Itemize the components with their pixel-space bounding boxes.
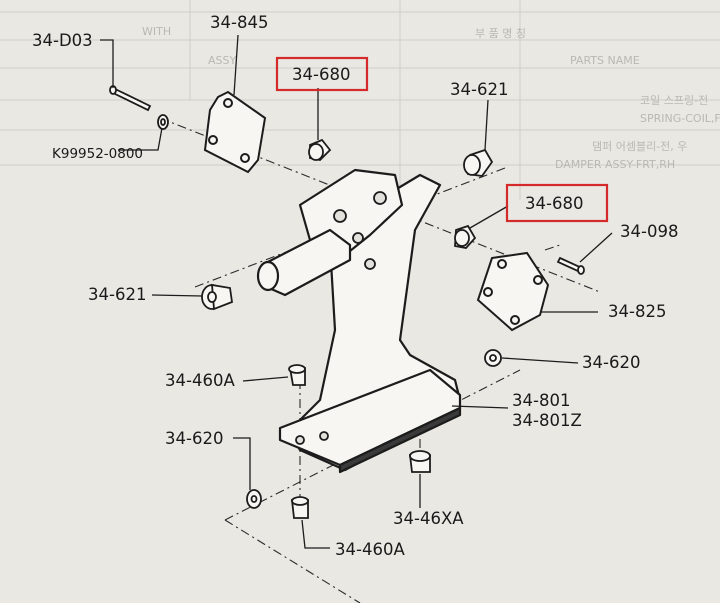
highlight-box-34-680-top [275, 56, 369, 92]
label-34-620-left: 34-620 [165, 429, 223, 448]
label-34-845: 34-845 [210, 13, 268, 32]
label-34-460a-top: 34-460A [165, 371, 235, 390]
part-34-680-right-bushing [454, 224, 477, 249]
part-34-460a-bottom-bushing [290, 496, 309, 519]
background-table [0, 0, 720, 200]
part-34-845-plate [203, 90, 267, 174]
header-row-1-kr: 코일 스프링-전 [640, 93, 708, 107]
label-34-825: 34-825 [608, 302, 666, 321]
label-34-621-left: 34-621 [88, 285, 146, 304]
header-row-2-en: DAMPER ASSY-FRT,RH [555, 158, 675, 171]
header-faded-left-1: WITH [142, 25, 171, 38]
label-34-680-top: 34-680 [292, 65, 350, 84]
highlight-boxes [275, 56, 609, 223]
header-col-korean: 부 품 명 칭 [475, 27, 526, 40]
part-34-825-plate [476, 251, 550, 332]
label-34-098: 34-098 [620, 222, 678, 241]
header-faded-left-2: ASSY [208, 54, 236, 67]
part-34-098-bolt [556, 256, 585, 275]
part-k99952-nut [157, 114, 169, 130]
part-34-621-left-bushing [201, 283, 233, 311]
part-34-460a-top-bushing [288, 364, 306, 386]
leader-lines [100, 34, 613, 549]
header-row-2-kr: 댐퍼 어셈블리-전, 우 [592, 140, 687, 153]
part-34-621-top-bushing [463, 148, 494, 177]
part-34-d03-bolt [109, 85, 152, 112]
label-34-46xa: 34-46XA [393, 509, 464, 528]
label-34-801: 34-801 [512, 391, 570, 410]
label-34-801z: 34-801Z [512, 411, 582, 430]
label-34-460a-bottom: 34-460A [335, 540, 405, 559]
label-k99952-0800: K99952-0800 [52, 146, 143, 162]
main-bracket [256, 168, 462, 474]
header-row-1-en: SPRING-COIL,FRT [640, 112, 720, 125]
background-table-text: 부 품 명 칭 PARTS NAME 코일 스프링-전 SPRING-COIL,… [142, 25, 720, 171]
part-34-620-right-washer [484, 349, 502, 367]
part-labels: 34-D03 34-845 34-680 34-621 K99952-0800 … [32, 13, 678, 559]
bracket-holes [295, 191, 387, 445]
label-34-620-right: 34-620 [582, 353, 640, 372]
label-34-d03: 34-D03 [32, 31, 93, 50]
header-col-english: PARTS NAME [570, 54, 640, 67]
part-34-680-top-bushing [308, 138, 332, 161]
part-34-46xa-bushing [408, 450, 431, 473]
label-34-680-right: 34-680 [525, 194, 583, 213]
highlight-box-34-680-right [505, 183, 609, 223]
part-34-620-left-washer [246, 489, 262, 509]
label-34-621-top: 34-621 [450, 80, 508, 99]
